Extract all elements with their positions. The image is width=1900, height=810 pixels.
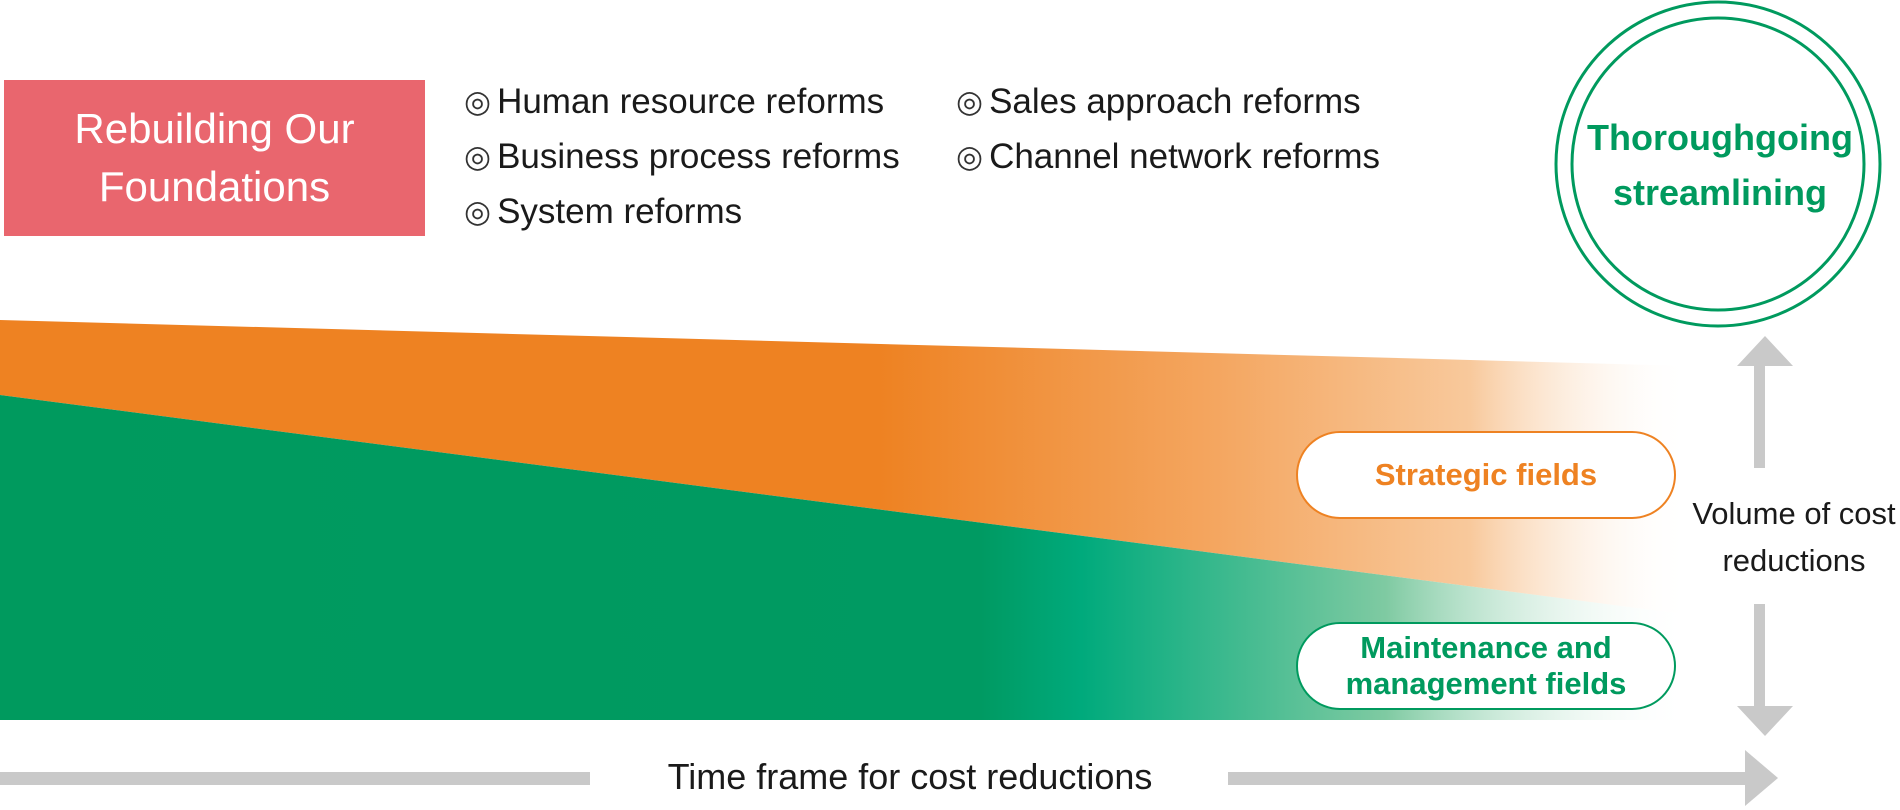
reform-label: Human resource reforms	[497, 82, 885, 121]
double-circle-icon: ◎	[956, 139, 984, 174]
vertical-axis-label: Volume of cost reductions	[1692, 496, 1896, 578]
double-circle-icon: ◎	[464, 139, 492, 174]
title-text: Rebuilding Our Foundations	[74, 105, 355, 210]
horizontal-axis-label: Time frame for cost reductions	[667, 756, 1153, 797]
reform-item-business-process: ◎ Business process reforms	[464, 137, 900, 177]
reform-item-system: ◎ System reforms	[464, 192, 742, 232]
up-down-arrow-icon	[1737, 336, 1793, 736]
maintenance-fields-pill: Maintenance and management fields	[1296, 622, 1676, 710]
strategic-fields-pill: Strategic fields	[1296, 431, 1676, 519]
reform-label: Business process reforms	[497, 137, 900, 176]
right-arrow-icon	[0, 750, 1778, 806]
strategic-field-band	[0, 320, 1690, 615]
goal-circle	[1554, 0, 1882, 328]
double-circle-icon: ◎	[956, 84, 984, 119]
reform-item-channel-network: ◎ Channel network reforms	[956, 137, 1380, 177]
reform-item-human-resource: ◎ Human resource reforms	[464, 82, 884, 122]
reform-label: System reforms	[497, 192, 743, 231]
double-circle-icon: ◎	[464, 84, 492, 119]
reform-label: Channel network reforms	[989, 137, 1381, 176]
goal-label: Thoroughgoing streamlining	[1587, 117, 1853, 213]
double-circle-icon: ◎	[464, 194, 492, 229]
reform-label: Sales approach reforms	[989, 82, 1361, 121]
reform-item-sales-approach: ◎ Sales approach reforms	[956, 82, 1361, 122]
title-box: Rebuilding Our Foundations	[4, 80, 425, 236]
maintenance-field-band	[0, 395, 1690, 720]
